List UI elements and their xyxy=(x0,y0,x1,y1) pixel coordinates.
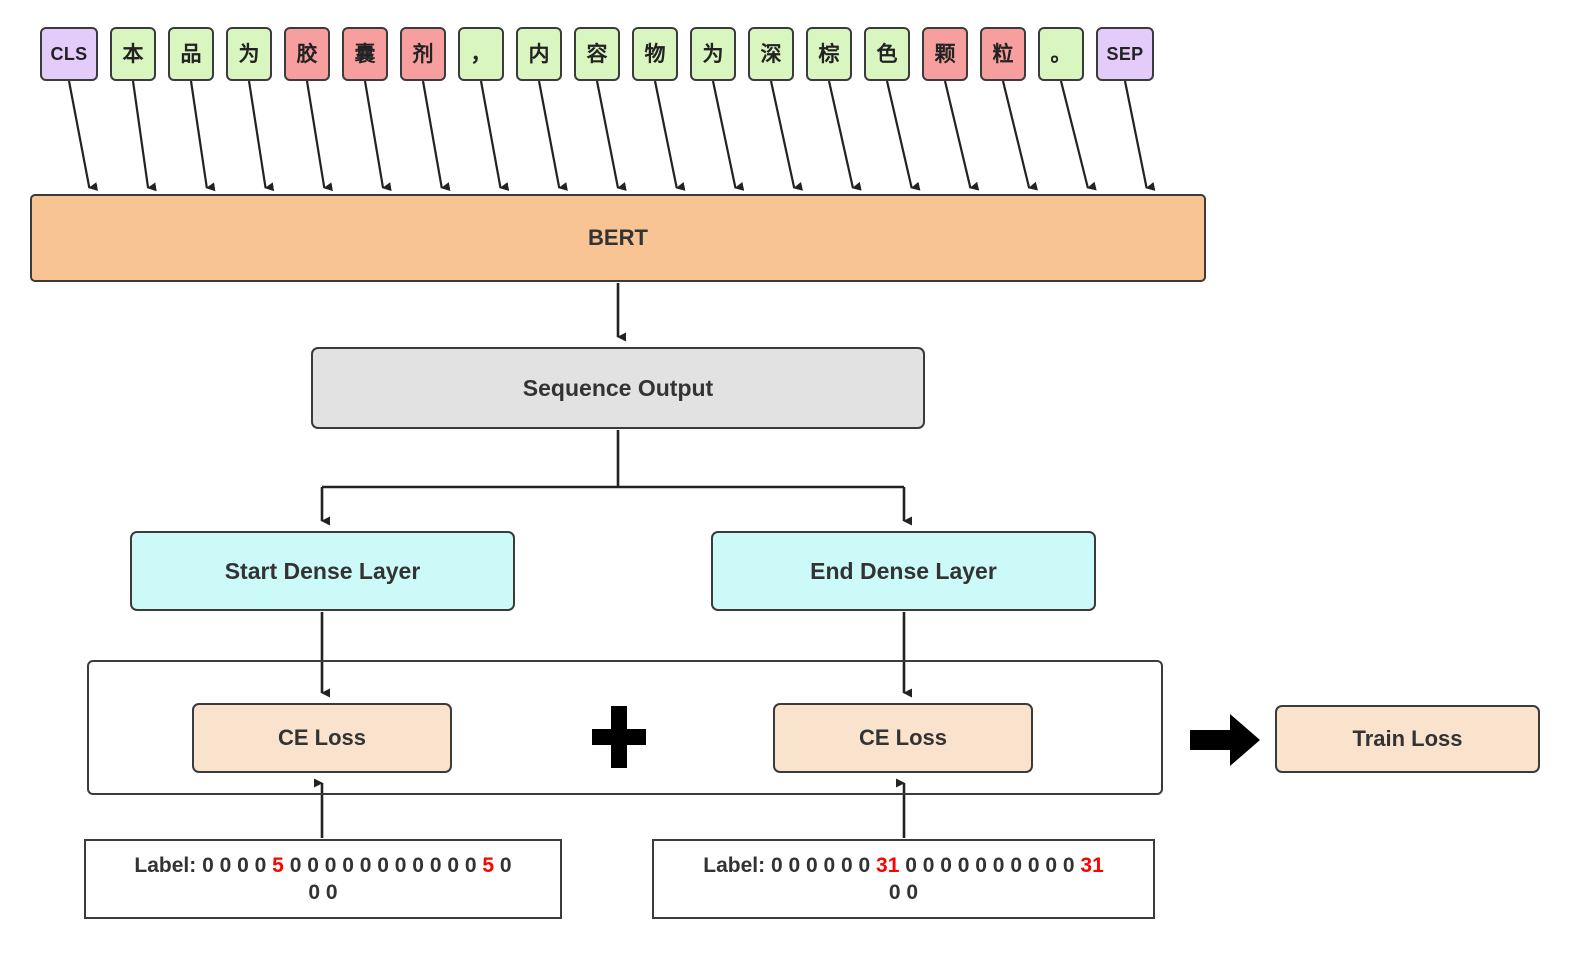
token-box-1[interactable]: 本 xyxy=(110,27,156,81)
token-box-0[interactable]: CLS xyxy=(40,27,98,81)
start-label-zeros-before: 0 0 0 0 xyxy=(202,853,267,877)
end-label-zeros-mid: 0 0 0 0 0 0 0 0 0 0 xyxy=(905,853,1075,877)
start-label-line-2: 0 0 xyxy=(308,881,338,904)
start-label-prefix: Label: xyxy=(134,853,197,877)
token-box-11[interactable]: 为 xyxy=(690,27,736,81)
train-loss-node[interactable]: Train Loss xyxy=(1275,705,1540,773)
end-label-box: Label: 0 0 0 0 0 0 31 0 0 0 0 0 0 0 0 0 … xyxy=(652,839,1155,919)
token-box-4[interactable]: 胶 xyxy=(284,27,330,81)
start-dense-layer-node[interactable]: Start Dense Layer xyxy=(130,531,515,611)
token-box-16[interactable]: 粒 xyxy=(980,27,1026,81)
plus-icon xyxy=(592,706,646,768)
token-box-6[interactable]: 剂 xyxy=(400,27,446,81)
start-label-highlight-1: 5 xyxy=(272,853,284,877)
start-label-line-1: Label: 0 0 0 0 5 0 0 0 0 0 0 0 0 0 0 0 5… xyxy=(134,852,511,879)
end-label-line-2: 0 0 xyxy=(888,881,919,904)
token-box-12[interactable]: 深 xyxy=(748,27,794,81)
loss-group-container xyxy=(87,660,1163,795)
token-box-13[interactable]: 棕 xyxy=(806,27,852,81)
end-label-zeros-before: 0 0 0 0 0 0 xyxy=(770,853,871,877)
token-box-8[interactable]: 内 xyxy=(516,27,562,81)
bert-node[interactable]: BERT xyxy=(30,194,1206,282)
ce-loss-end-node[interactable]: CE Loss xyxy=(773,703,1033,773)
start-label-highlight-2: 5 xyxy=(482,853,495,877)
token-box-7[interactable]: ， xyxy=(458,27,504,81)
token-box-9[interactable]: 容 xyxy=(574,27,620,81)
token-box-15[interactable]: 颗 xyxy=(922,27,968,81)
end-label-line-1: Label: 0 0 0 0 0 0 31 0 0 0 0 0 0 0 0 0 … xyxy=(703,852,1104,879)
token-box-3[interactable]: 为 xyxy=(226,27,272,81)
end-label-prefix: Label: xyxy=(703,853,766,877)
token-box-2[interactable]: 品 xyxy=(168,27,214,81)
right-arrow-icon xyxy=(1190,714,1260,766)
token-box-18[interactable]: SEP xyxy=(1096,27,1154,81)
start-label-box: Label: 0 0 0 0 5 0 0 0 0 0 0 0 0 0 0 0 5… xyxy=(84,839,562,919)
ce-loss-start-node[interactable]: CE Loss xyxy=(192,703,452,773)
end-label-highlight-2: 31 xyxy=(1080,853,1104,877)
token-box-17[interactable]: 。 xyxy=(1038,27,1084,81)
token-box-10[interactable]: 物 xyxy=(632,27,678,81)
token-box-5[interactable]: 囊 xyxy=(342,27,388,81)
end-label-highlight-1: 31 xyxy=(876,853,900,877)
sequence-output-node[interactable]: Sequence Output xyxy=(311,347,925,429)
start-label-zeros-after: 0 xyxy=(499,853,512,877)
end-dense-layer-node[interactable]: End Dense Layer xyxy=(711,531,1096,611)
token-box-14[interactable]: 色 xyxy=(864,27,910,81)
start-label-zeros-mid: 0 0 0 0 0 0 0 0 0 0 0 xyxy=(289,853,477,877)
